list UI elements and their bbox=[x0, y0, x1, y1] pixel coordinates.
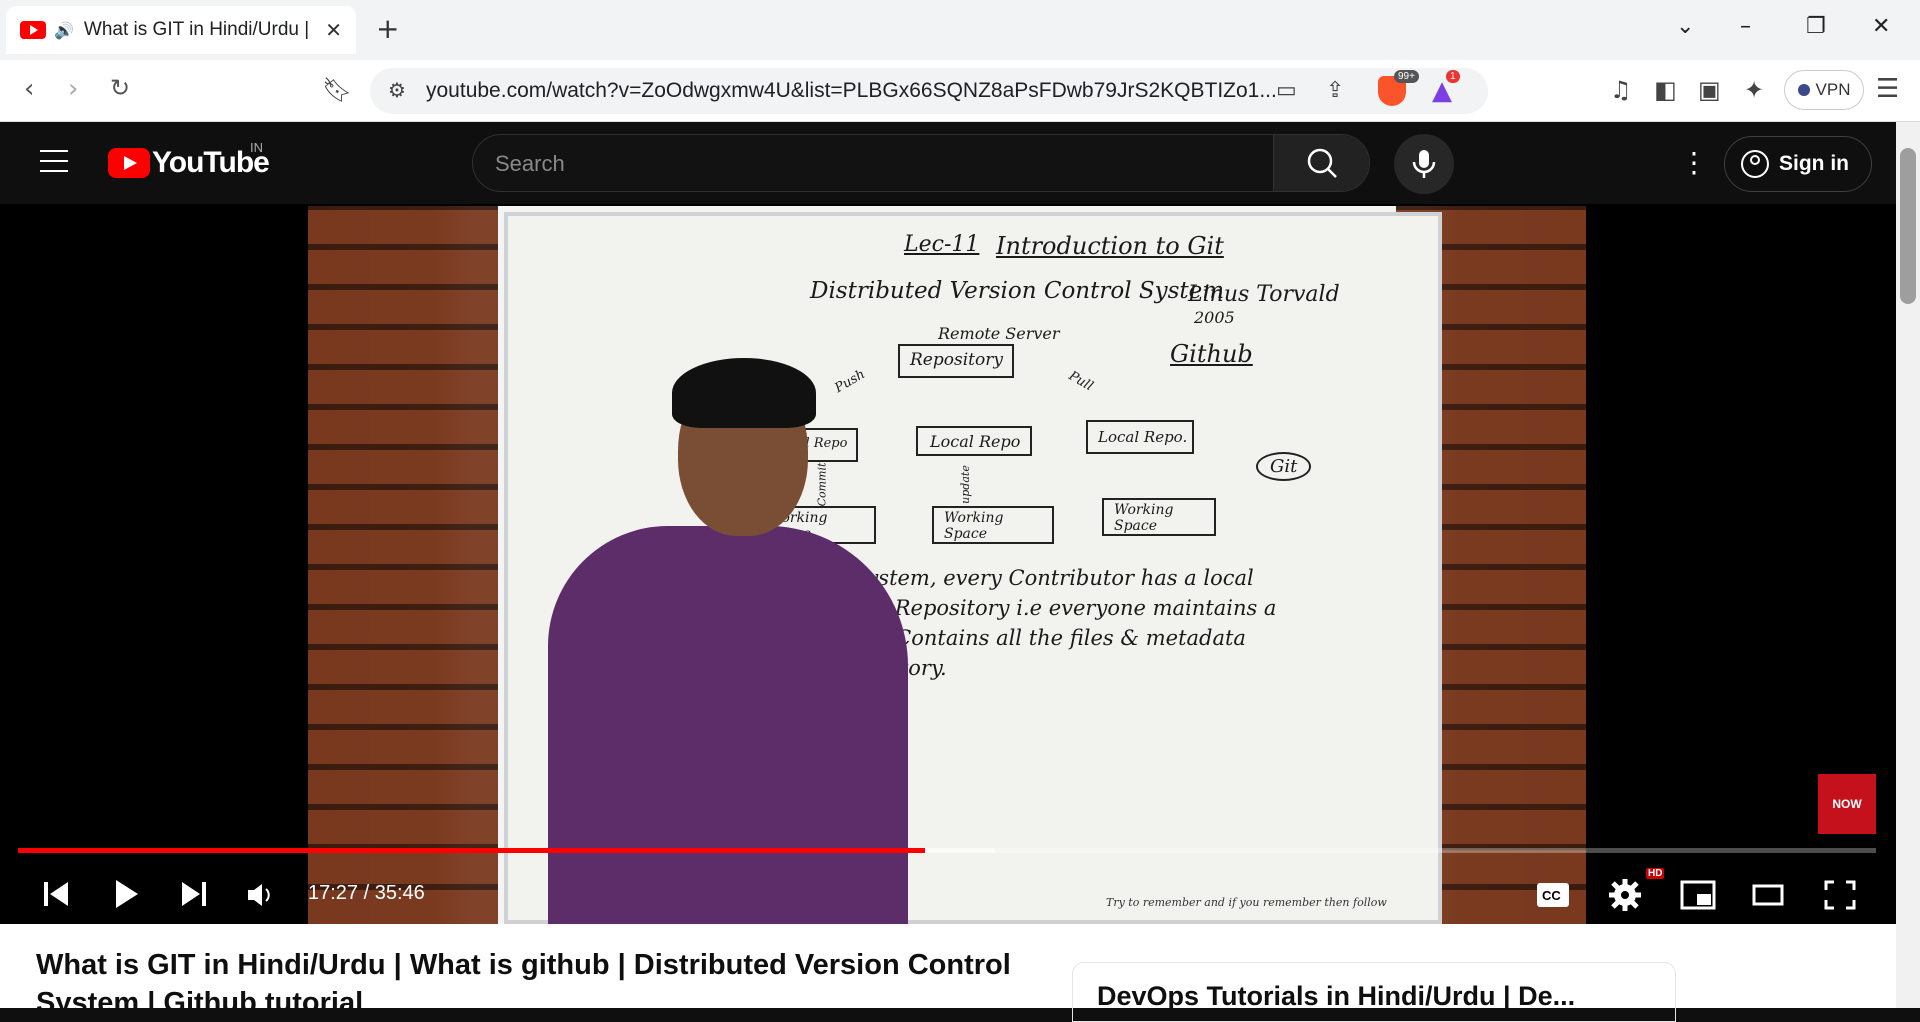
scrollbar-thumb[interactable] bbox=[1900, 148, 1916, 304]
browser-menu-icon[interactable]: ☰ bbox=[1876, 74, 1900, 104]
board-year: 2005 bbox=[1194, 308, 1235, 327]
playlist-panel-header[interactable]: DevOps Tutorials in Hindi/Urdu | De... bbox=[1072, 962, 1676, 1022]
page-scrollbar[interactable] bbox=[1896, 122, 1920, 1008]
bottom-hint-text: Try to remember and if you remember then… bbox=[1106, 896, 1387, 909]
address-bar[interactable]: ⚙ youtube.com/watch?v=ZoOdwgxmw4U&list=P… bbox=[370, 68, 1488, 114]
progress-bar[interactable] bbox=[18, 848, 1876, 853]
forward-icon[interactable]: › bbox=[68, 74, 79, 104]
vpn-button[interactable]: VPN bbox=[1784, 70, 1864, 110]
share-icon[interactable]: ⇪ bbox=[1326, 78, 1345, 103]
local-repo-label-3: Local Repo. bbox=[1098, 428, 1188, 446]
sign-in-button[interactable]: Sign in bbox=[1724, 136, 1872, 192]
board-heading: Introduction to Git bbox=[996, 232, 1224, 260]
video-frame[interactable]: Lec-11 Introduction to Git Distributed V… bbox=[308, 206, 1586, 924]
settings-more-icon[interactable]: ⋮ bbox=[1680, 146, 1708, 179]
country-code: IN bbox=[250, 140, 263, 155]
cast-icon[interactable]: ▭ bbox=[1276, 78, 1297, 103]
url-text[interactable]: youtube.com/watch?v=ZoOdwgxmw4U&list=PLB… bbox=[426, 79, 1277, 102]
playlist-title[interactable]: DevOps Tutorials in Hindi/Urdu | De... bbox=[1097, 981, 1576, 1011]
board-subtitle: Distributed Version Control System bbox=[810, 278, 1225, 304]
working-space-box-3: Working Space bbox=[1102, 498, 1216, 536]
player-controls: 17:27 / 35:46 CC HD bbox=[0, 864, 1896, 924]
media-icon[interactable]: ♫ bbox=[1610, 76, 1632, 104]
youtube-favicon-icon bbox=[20, 21, 46, 39]
hd-badge: HD bbox=[1646, 868, 1665, 879]
subtitles-icon[interactable]: CC bbox=[1536, 882, 1570, 908]
local-repo-box-3: Local Repo. bbox=[1086, 420, 1194, 454]
github-label: Github bbox=[1170, 340, 1253, 368]
search-box bbox=[472, 134, 1370, 192]
sign-in-label: Sign in bbox=[1779, 152, 1849, 175]
vpn-label: VPN bbox=[1815, 80, 1851, 99]
repository-box: Repository bbox=[898, 344, 1014, 378]
watch-metadata: What is GIT in Hindi/Urdu | What is gith… bbox=[0, 924, 1896, 1022]
volume-icon[interactable] bbox=[246, 882, 274, 908]
remote-server-label: Remote Server bbox=[938, 324, 1060, 343]
guide-menu-icon[interactable] bbox=[40, 150, 68, 172]
new-tab-button[interactable]: + bbox=[376, 12, 400, 45]
restore-icon[interactable]: ❐ bbox=[1806, 14, 1826, 39]
tab-title: What is GIT in Hindi/Urdu | W bbox=[83, 19, 314, 40]
minimize-icon[interactable]: – bbox=[1740, 14, 1751, 39]
working-space-label-3: Working Space bbox=[1114, 502, 1174, 534]
lecture-number: Lec-11 bbox=[904, 232, 980, 257]
window-close-icon[interactable]: ✕ bbox=[1872, 14, 1891, 39]
working-space-box-2: Working Space bbox=[932, 506, 1054, 544]
board-author: Linus Torvald bbox=[1188, 282, 1340, 307]
progress-played bbox=[18, 848, 925, 853]
local-repo-label-2: Local Repo bbox=[930, 432, 1021, 451]
vpn-status-icon bbox=[1797, 84, 1810, 96]
video-title: What is GIT in Hindi/Urdu | What is gith… bbox=[36, 949, 1011, 1019]
youtube-wordmark: YouTube bbox=[152, 146, 270, 179]
video-player[interactable]: Lec-11 Introduction to Git Distributed V… bbox=[0, 204, 1896, 924]
git-circle-label: Git bbox=[1256, 452, 1312, 481]
tab-search-chevron-icon[interactable]: ⌄ bbox=[1676, 14, 1695, 39]
presenter-hair bbox=[672, 358, 816, 428]
working-space-label-2: Working Space bbox=[944, 510, 1004, 542]
fullscreen-icon[interactable] bbox=[1824, 880, 1856, 910]
local-repo-box-2: Local Repo bbox=[916, 426, 1032, 456]
sidebar-icon[interactable]: ◧ bbox=[1654, 76, 1677, 104]
brave-rewards-icon[interactable]: ▲ bbox=[1432, 76, 1452, 106]
browser-tab[interactable]: 🔊 What is GIT in Hindi/Urdu | W ✕ bbox=[6, 6, 356, 54]
microphone-icon bbox=[1412, 150, 1436, 178]
time-display: 17:27 / 35:46 bbox=[308, 882, 425, 904]
repository-label: Repository bbox=[910, 350, 1003, 370]
leo-ai-icon[interactable]: ✦ bbox=[1744, 76, 1765, 104]
svg-text:CC: CC bbox=[1542, 888, 1561, 903]
youtube-masthead: YouTube IN ⋮ Sign in bbox=[0, 122, 1920, 204]
presenter-body bbox=[548, 526, 908, 924]
account-icon bbox=[1741, 150, 1769, 178]
search-icon bbox=[1307, 148, 1337, 178]
browser-tabbar: 🔊 What is GIT in Hindi/Urdu | W ✕ + ⌄ – … bbox=[0, 0, 1920, 60]
miniplayer-icon[interactable] bbox=[1680, 880, 1716, 910]
back-icon[interactable]: ‹ bbox=[24, 74, 35, 104]
site-settings-icon[interactable]: ⚙ bbox=[388, 78, 406, 102]
subscribe-now-badge[interactable]: NOW bbox=[1818, 774, 1876, 834]
browser-toolbar: ‹ › ↻ 🔖︎ ⚙ youtube.com/watch?v=ZoOdwgxmw… bbox=[0, 60, 1920, 122]
settings-gear-icon[interactable] bbox=[1608, 878, 1642, 912]
search-button[interactable] bbox=[1273, 135, 1369, 191]
next-icon[interactable] bbox=[178, 880, 208, 908]
wallet-icon[interactable]: ▣ bbox=[1698, 76, 1721, 104]
brick-wall-left bbox=[308, 206, 498, 924]
reload-icon[interactable]: ↻ bbox=[110, 74, 131, 102]
voice-search-button[interactable] bbox=[1394, 134, 1454, 194]
presenter bbox=[428, 358, 948, 924]
theater-mode-icon[interactable] bbox=[1752, 884, 1784, 906]
pull-label-right: Pull bbox=[1065, 368, 1096, 395]
previous-icon[interactable] bbox=[42, 880, 72, 908]
rewards-count-badge: 1 bbox=[1446, 70, 1460, 83]
bookmark-icon[interactable]: 🔖︎ bbox=[322, 76, 353, 104]
search-input[interactable] bbox=[495, 149, 1275, 179]
tab-close-icon[interactable]: ✕ bbox=[325, 18, 342, 42]
shields-count-badge: 99+ bbox=[1394, 70, 1419, 83]
play-icon[interactable] bbox=[112, 878, 140, 910]
audio-playing-icon[interactable]: 🔊 bbox=[54, 20, 74, 40]
youtube-play-logo-icon bbox=[108, 148, 150, 178]
youtube-logo[interactable]: YouTube IN bbox=[108, 140, 270, 180]
update-label-2: update bbox=[958, 465, 972, 504]
